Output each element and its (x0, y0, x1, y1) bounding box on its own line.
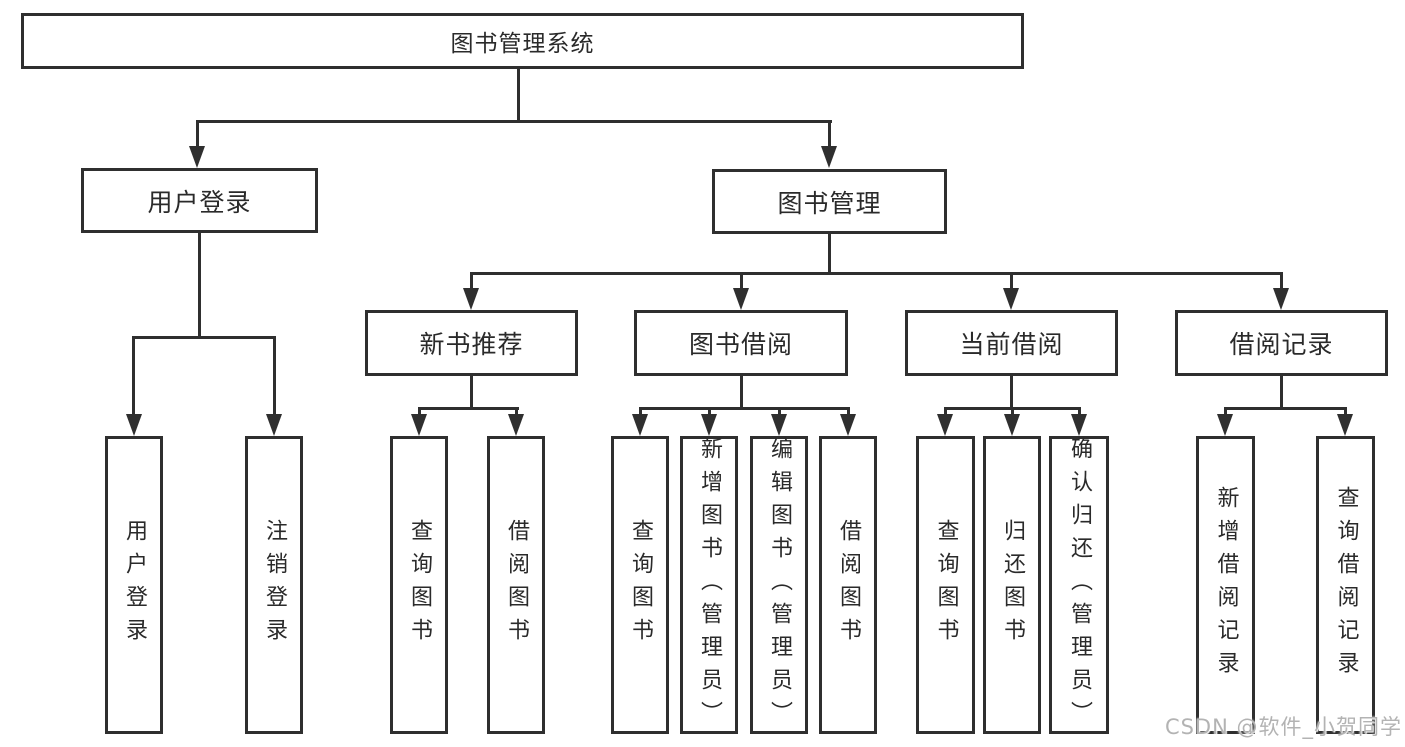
leaf-label: 查询图书 (407, 519, 432, 651)
leaf-label: 用户登录 (122, 519, 147, 651)
connector-line (196, 120, 199, 150)
connector-line (639, 407, 850, 410)
connector-line (1280, 376, 1283, 410)
leaf-user-login: 用户登录 (105, 436, 163, 734)
node-label: 用户登录 (147, 187, 252, 217)
connector-line (517, 68, 520, 123)
node-label: 新书推荐 (419, 330, 524, 359)
node-label: 当前借阅 (959, 330, 1064, 359)
node-user-login: 用户登录 (81, 168, 318, 233)
leaf-query-borrow-record: 查询借阅记录 (1316, 436, 1375, 734)
connector-line (828, 234, 831, 275)
arrow-down-icon (840, 414, 856, 436)
connector-line (132, 336, 135, 418)
connector-line (470, 272, 1283, 275)
node-library-management-system: 图书管理系统 (21, 13, 1024, 69)
connector-line (708, 407, 711, 418)
leaf-label: 查询图书 (933, 519, 959, 651)
connector-line (1224, 407, 1347, 410)
leaf-add-borrow-record: 新增借阅记录 (1196, 436, 1255, 734)
connector-line (470, 272, 473, 291)
node-book-borrowing: 图书借阅 (634, 310, 848, 376)
connector-line (1344, 407, 1347, 418)
leaf-query-books-borrow: 查询图书 (611, 436, 669, 734)
connector-line (418, 407, 519, 410)
leaf-return-books: 归还图书 (983, 436, 1041, 734)
leaf-add-books-admin: 新增图书（管理员） (680, 436, 738, 734)
connector-line (639, 407, 642, 418)
arrow-down-icon (1217, 414, 1233, 436)
leaf-label: 归还图书 (1000, 519, 1025, 651)
arrow-down-icon (463, 288, 479, 310)
arrow-down-icon (771, 414, 787, 436)
arrow-down-icon (733, 288, 749, 310)
connector-line (198, 232, 201, 338)
connector-line (1280, 272, 1283, 291)
arrow-down-icon (1003, 288, 1019, 310)
leaf-query-books-current: 查询图书 (916, 436, 975, 734)
connector-line (196, 120, 832, 123)
connector-line (132, 336, 276, 339)
arrow-down-icon (1273, 288, 1289, 310)
connector-line (1010, 376, 1013, 410)
leaf-borrow-books-recommend: 借阅图书 (487, 436, 545, 734)
leaf-label: 借阅图书 (504, 519, 529, 651)
connector-line (1078, 407, 1081, 418)
connector-line (273, 336, 276, 418)
node-new-book-recommendation: 新书推荐 (365, 310, 578, 376)
node-label: 图书管理 (777, 188, 882, 218)
connector-line (418, 407, 421, 418)
connector-line (828, 120, 831, 150)
leaf-label: 编辑图书（管理员） (767, 436, 792, 734)
connector-line (1011, 407, 1014, 418)
connector-line (1010, 272, 1013, 291)
leaf-label: 注销登录 (262, 519, 287, 651)
node-current-borrowing: 当前借阅 (905, 310, 1118, 376)
arrow-down-icon (126, 414, 142, 436)
arrow-down-icon (1337, 414, 1353, 436)
arrow-down-icon (266, 414, 282, 436)
connector-line (740, 272, 743, 291)
leaf-label: 新增图书（管理员） (697, 436, 722, 734)
node-label: 图书借阅 (688, 330, 793, 359)
arrow-down-icon (411, 414, 427, 436)
connector-line (778, 407, 781, 418)
leaf-edit-books-admin: 编辑图书（管理员） (750, 436, 808, 734)
leaf-label: 查询借阅记录 (1333, 486, 1359, 684)
leaf-label: 确认归还（管理员） (1067, 436, 1092, 734)
connector-line (944, 407, 947, 418)
arrow-down-icon (937, 414, 953, 436)
arrow-down-icon (701, 414, 717, 436)
leaf-label: 新增借阅记录 (1213, 486, 1239, 684)
arrow-down-icon (632, 414, 648, 436)
node-label: 图书管理系统 (450, 31, 595, 57)
arrow-down-icon (1004, 414, 1020, 436)
node-book-management: 图书管理 (712, 169, 947, 234)
node-borrowing-records: 借阅记录 (1175, 310, 1388, 376)
connector-line (1224, 407, 1227, 418)
arrow-down-icon (821, 146, 837, 168)
connector-line (515, 407, 518, 418)
leaf-confirm-return-admin: 确认归还（管理员） (1049, 436, 1109, 734)
leaf-label: 借阅图书 (836, 519, 861, 651)
arrow-down-icon (508, 414, 524, 436)
leaf-borrow-books: 借阅图书 (819, 436, 877, 734)
leaf-label: 查询图书 (628, 519, 653, 651)
connector-line (740, 376, 743, 410)
connector-line (470, 376, 473, 410)
arrow-down-icon (189, 146, 205, 168)
leaf-query-books-recommend: 查询图书 (390, 436, 448, 734)
node-label: 借阅记录 (1229, 330, 1334, 359)
leaf-logout: 注销登录 (245, 436, 303, 734)
arrow-down-icon (1071, 414, 1087, 436)
connector-line (847, 407, 850, 418)
